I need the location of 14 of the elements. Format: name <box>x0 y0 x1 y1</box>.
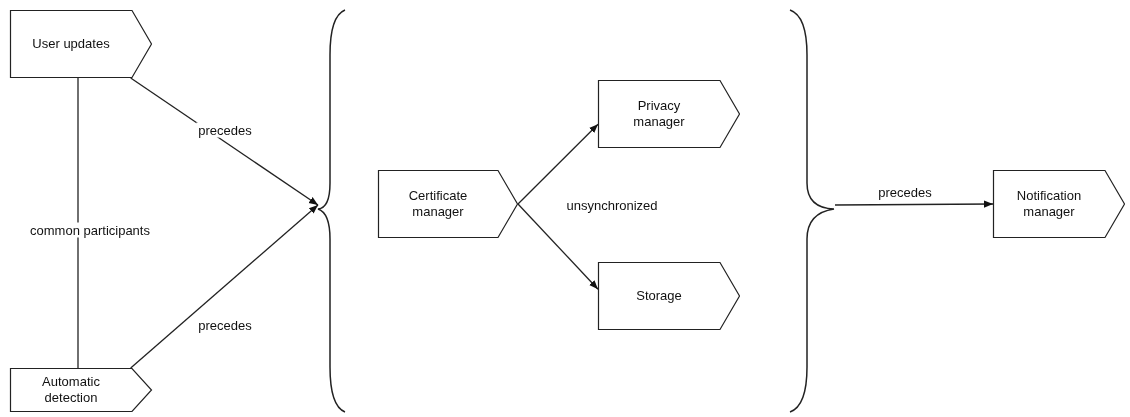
node-label: User updates <box>31 36 111 52</box>
edge-label: precedes <box>196 122 254 138</box>
arrow <box>517 203 599 290</box>
arrow <box>130 77 319 206</box>
edge-label: common participants <box>28 222 152 238</box>
arrow <box>130 204 319 369</box>
node-label: Certificate manager <box>407 188 469 220</box>
arrow <box>834 200 994 208</box>
node-label: Automatic detection <box>41 374 101 406</box>
node-label: Notification manager <box>1015 188 1083 220</box>
connector-line <box>77 77 79 369</box>
node-label: Storage <box>635 288 683 304</box>
node-label: Privacy manager <box>632 98 686 130</box>
arrow <box>517 123 599 205</box>
